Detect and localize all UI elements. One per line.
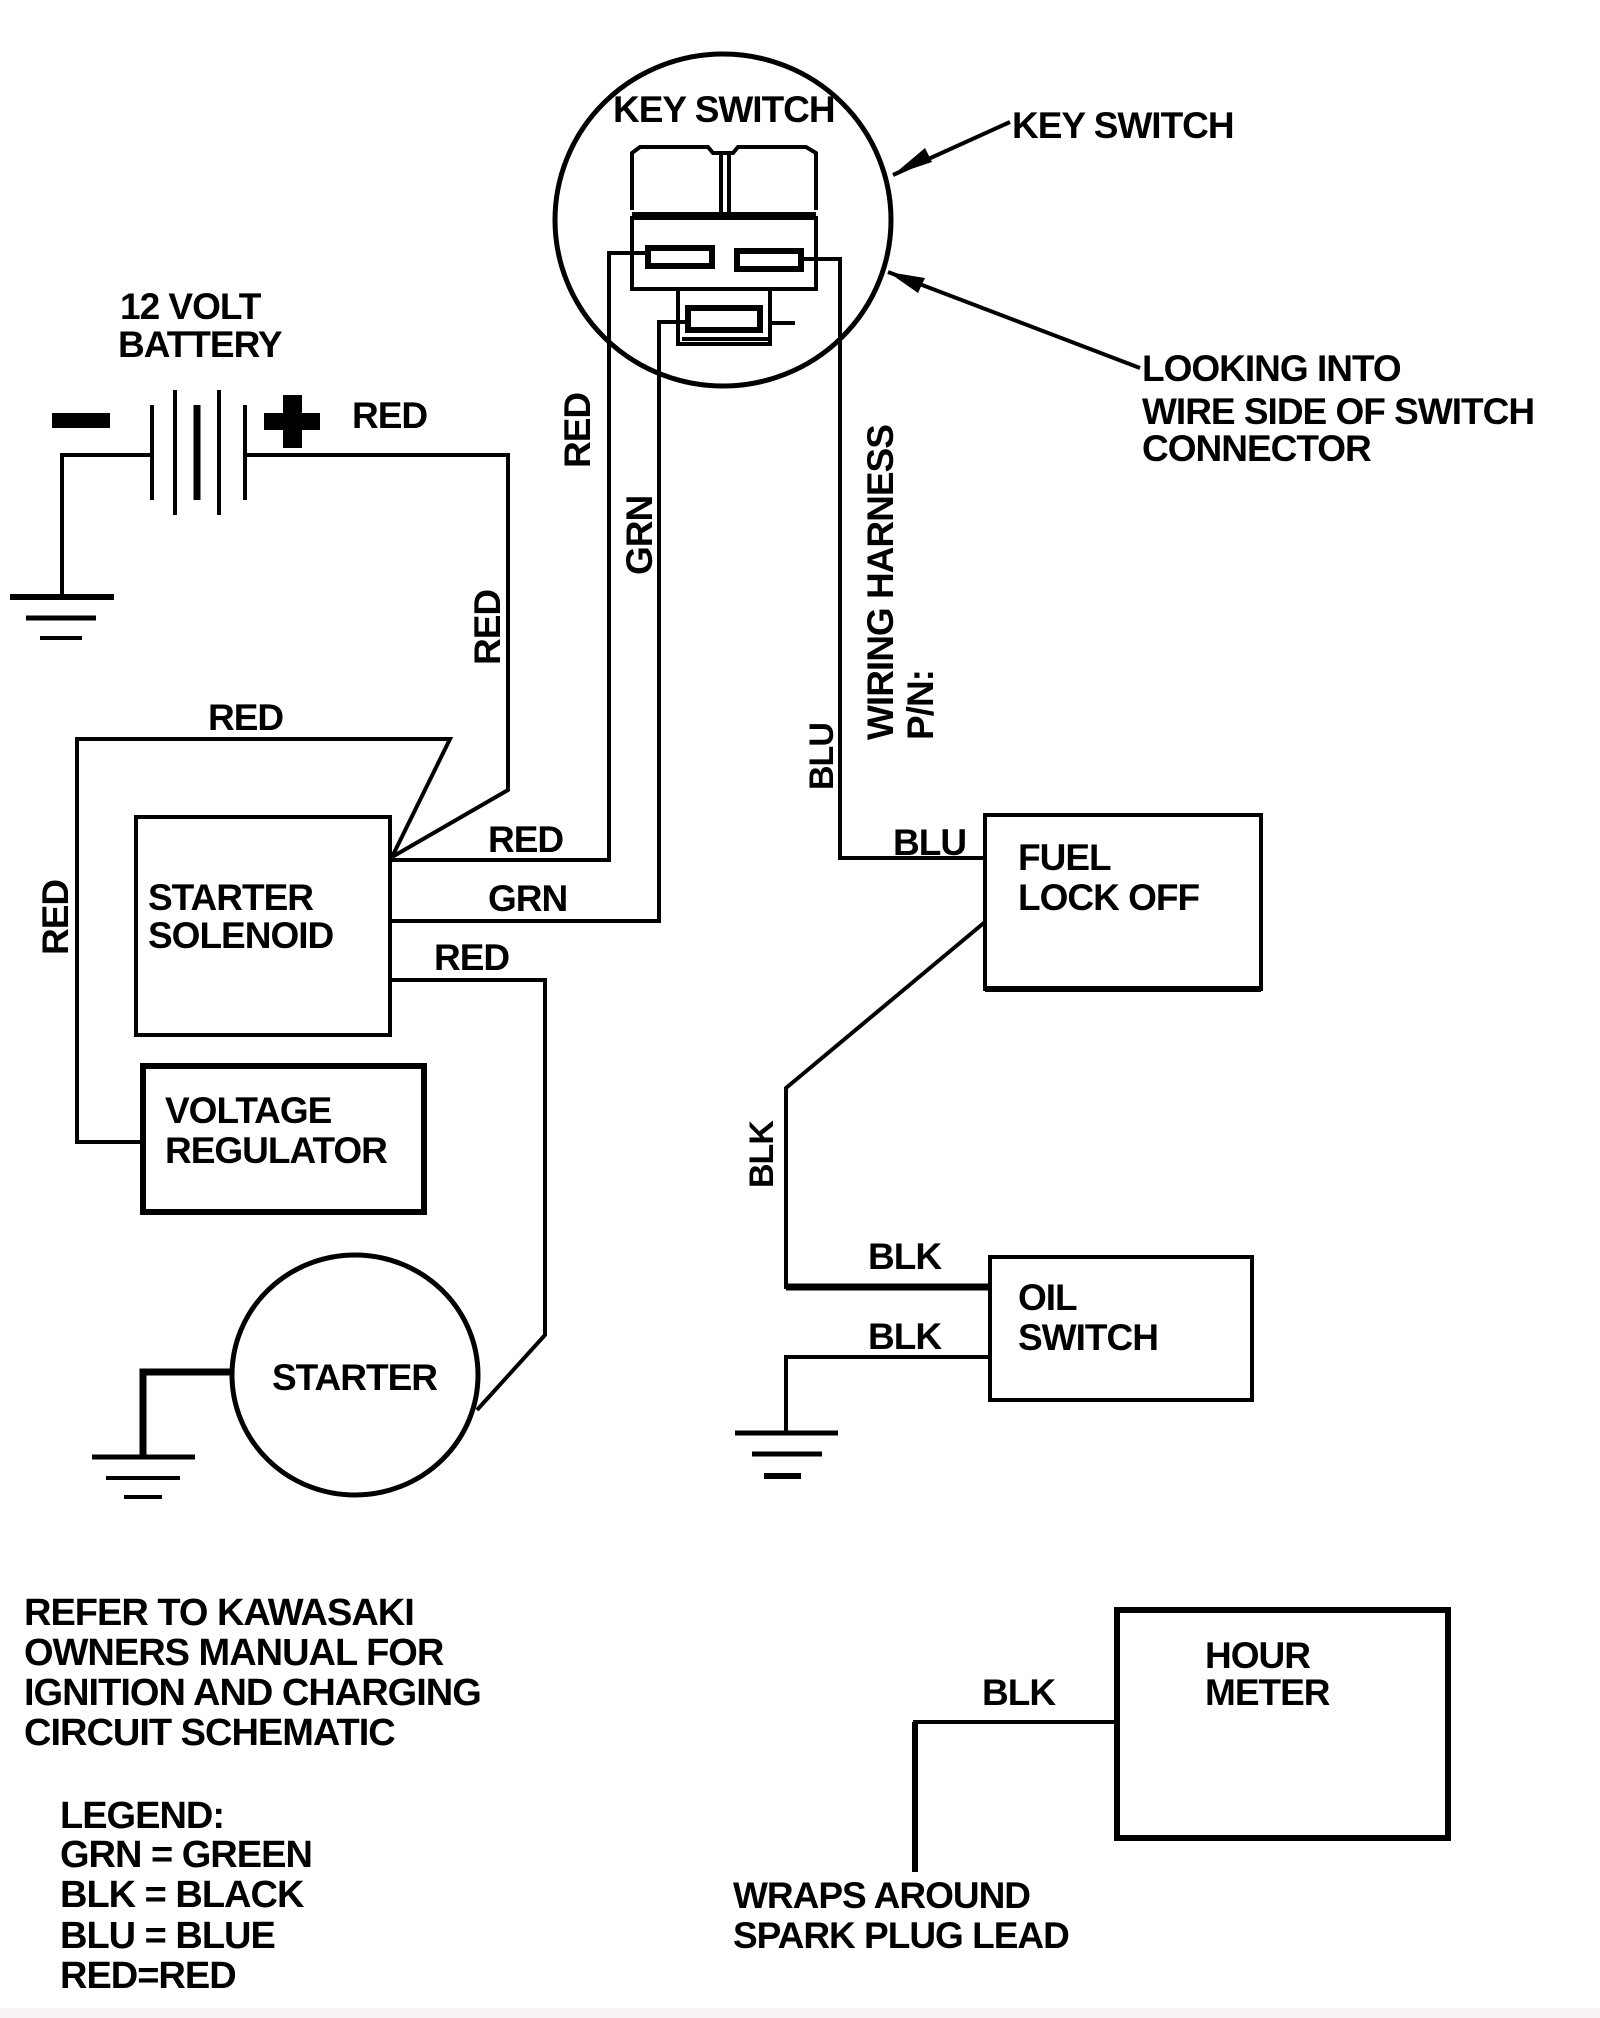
reference-note-line3: IGNITION AND CHARGING bbox=[24, 1672, 481, 1714]
spark-plug-note-line1: WRAPS AROUND bbox=[733, 1875, 1030, 1916]
wire-label-blk-oil-top: BLK bbox=[868, 1236, 942, 1277]
wire-hour-meter-black bbox=[913, 1720, 1117, 1872]
spark-plug-note-line2: SPARK PLUG LEAD bbox=[733, 1915, 1069, 1956]
battery-label-line1: 12 VOLT bbox=[120, 286, 262, 327]
wire-label-grn-to-key: GRN bbox=[488, 878, 567, 919]
wire-label-grn-key-vertical: GRN bbox=[619, 496, 660, 575]
battery-positive-icon bbox=[264, 395, 320, 448]
wire-label-battery-red: RED bbox=[352, 395, 427, 436]
connector-callout-line1: LOOKING INTO bbox=[1142, 348, 1401, 389]
hour-meter-label-line1: HOUR bbox=[1205, 1635, 1310, 1676]
ground-icon bbox=[735, 1430, 838, 1479]
starter-solenoid-box bbox=[134, 815, 392, 1037]
battery-cells-icon bbox=[150, 390, 247, 515]
starter-solenoid-label-line1: STARTER bbox=[148, 877, 313, 918]
wire-fuel-oil-black bbox=[784, 920, 989, 1289]
harness-label-line2: P/N: bbox=[900, 670, 941, 740]
wire-label-blk-oil-bottom: BLK bbox=[868, 1316, 942, 1357]
starter-label: STARTER bbox=[272, 1357, 437, 1398]
wire-solenoid-key-green bbox=[392, 320, 688, 923]
wire-starter-ground bbox=[139, 1368, 232, 1456]
legend-title: LEGEND: bbox=[60, 1795, 224, 1837]
wire-solenoid-regulator-red bbox=[75, 737, 454, 1144]
voltage-regulator-label-line2: REGULATOR bbox=[165, 1130, 387, 1171]
wire-label-red-key-vertical: RED bbox=[557, 393, 598, 468]
oil-switch-label-line1: OIL bbox=[1018, 1277, 1077, 1318]
reference-note-line1: REFER TO KAWASAKI bbox=[24, 1592, 414, 1634]
wire-key-fuel-blue bbox=[800, 257, 984, 860]
legend-item: GRN = GREEN bbox=[60, 1834, 312, 1876]
key-switch-title: KEY SWITCH bbox=[613, 89, 835, 130]
fuel-lock-off-box bbox=[983, 813, 1263, 991]
wire-label-blu-vertical: BLU bbox=[803, 723, 841, 790]
wire-label-red-loop: RED bbox=[208, 697, 283, 738]
legend: LEGEND: GRN = GREEN BLK = BLACK BLU = BL… bbox=[60, 1795, 313, 1997]
wire-label-blk-hour-meter: BLK bbox=[982, 1672, 1056, 1713]
legend-item: RED=RED bbox=[60, 1955, 236, 1997]
harness-label-line1: WIRING HARNESS bbox=[860, 425, 901, 740]
hour-meter-label-line2: METER bbox=[1205, 1672, 1330, 1713]
connector-callout-line3: CONNECTOR bbox=[1142, 428, 1371, 469]
wire-label-blu-to-fuel: BLU bbox=[893, 822, 966, 863]
oil-switch-label-line2: SWITCH bbox=[1018, 1317, 1158, 1358]
wire-solenoid-key-red bbox=[392, 251, 648, 862]
wire-oil-ground-black bbox=[784, 1355, 989, 1432]
bottom-border bbox=[0, 2008, 1600, 2018]
reference-note: REFER TO KAWASAKI OWNERS MANUAL FOR IGNI… bbox=[24, 1592, 482, 1754]
connector-callout-line2: WIRE SIDE OF SWITCH bbox=[1142, 391, 1534, 432]
voltage-regulator-box bbox=[140, 1063, 427, 1215]
key-switch: KEY SWITCH bbox=[552, 51, 894, 389]
legend-item: BLU = BLUE bbox=[60, 1915, 275, 1957]
ground-icon bbox=[92, 1454, 195, 1499]
switch-connector-icon bbox=[630, 145, 818, 346]
wire-label-red-vertical-1: RED bbox=[467, 590, 508, 665]
battery: 12 VOLT BATTERY RED bbox=[52, 286, 428, 515]
arrow-icon bbox=[893, 148, 932, 175]
fuel-lock-off-label-line2: LOCK OFF bbox=[1018, 877, 1199, 918]
reference-note-line2: OWNERS MANUAL FOR bbox=[24, 1632, 444, 1674]
wire-solenoid-starter-red bbox=[392, 978, 547, 1412]
key-switch-callout: KEY SWITCH bbox=[892, 105, 1235, 177]
wire-battery-negative bbox=[60, 453, 152, 596]
wire-battery-positive-red bbox=[245, 453, 510, 859]
key-switch-callout-label: KEY SWITCH bbox=[1012, 105, 1234, 146]
legend-item: BLK = BLACK bbox=[60, 1874, 305, 1916]
voltage-regulator-label-line1: VOLTAGE bbox=[165, 1090, 332, 1131]
fuel-lock-off-label-line1: FUEL bbox=[1018, 837, 1111, 878]
wire-label-red-to-starter: RED bbox=[434, 937, 509, 978]
key-switch-outline bbox=[552, 51, 894, 389]
ground-icon bbox=[10, 594, 114, 640]
wire-label-red-to-key: RED bbox=[488, 819, 563, 860]
arrow-icon bbox=[888, 272, 925, 293]
starter-solenoid-label-line2: SOLENOID bbox=[148, 915, 334, 956]
hour-meter-box bbox=[1114, 1607, 1451, 1841]
battery-label-line2: BATTERY bbox=[118, 324, 283, 365]
connector-callout: LOOKING INTO WIRE SIDE OF SWITCH CONNECT… bbox=[887, 270, 1535, 469]
battery-negative-icon bbox=[52, 413, 110, 428]
reference-note-line4: CIRCUIT SCHEMATIC bbox=[24, 1712, 395, 1754]
oil-switch-box bbox=[988, 1255, 1254, 1402]
wire-label-blk-vertical: BLK bbox=[743, 1120, 781, 1188]
wire-label-red-regulator: RED bbox=[35, 880, 76, 955]
